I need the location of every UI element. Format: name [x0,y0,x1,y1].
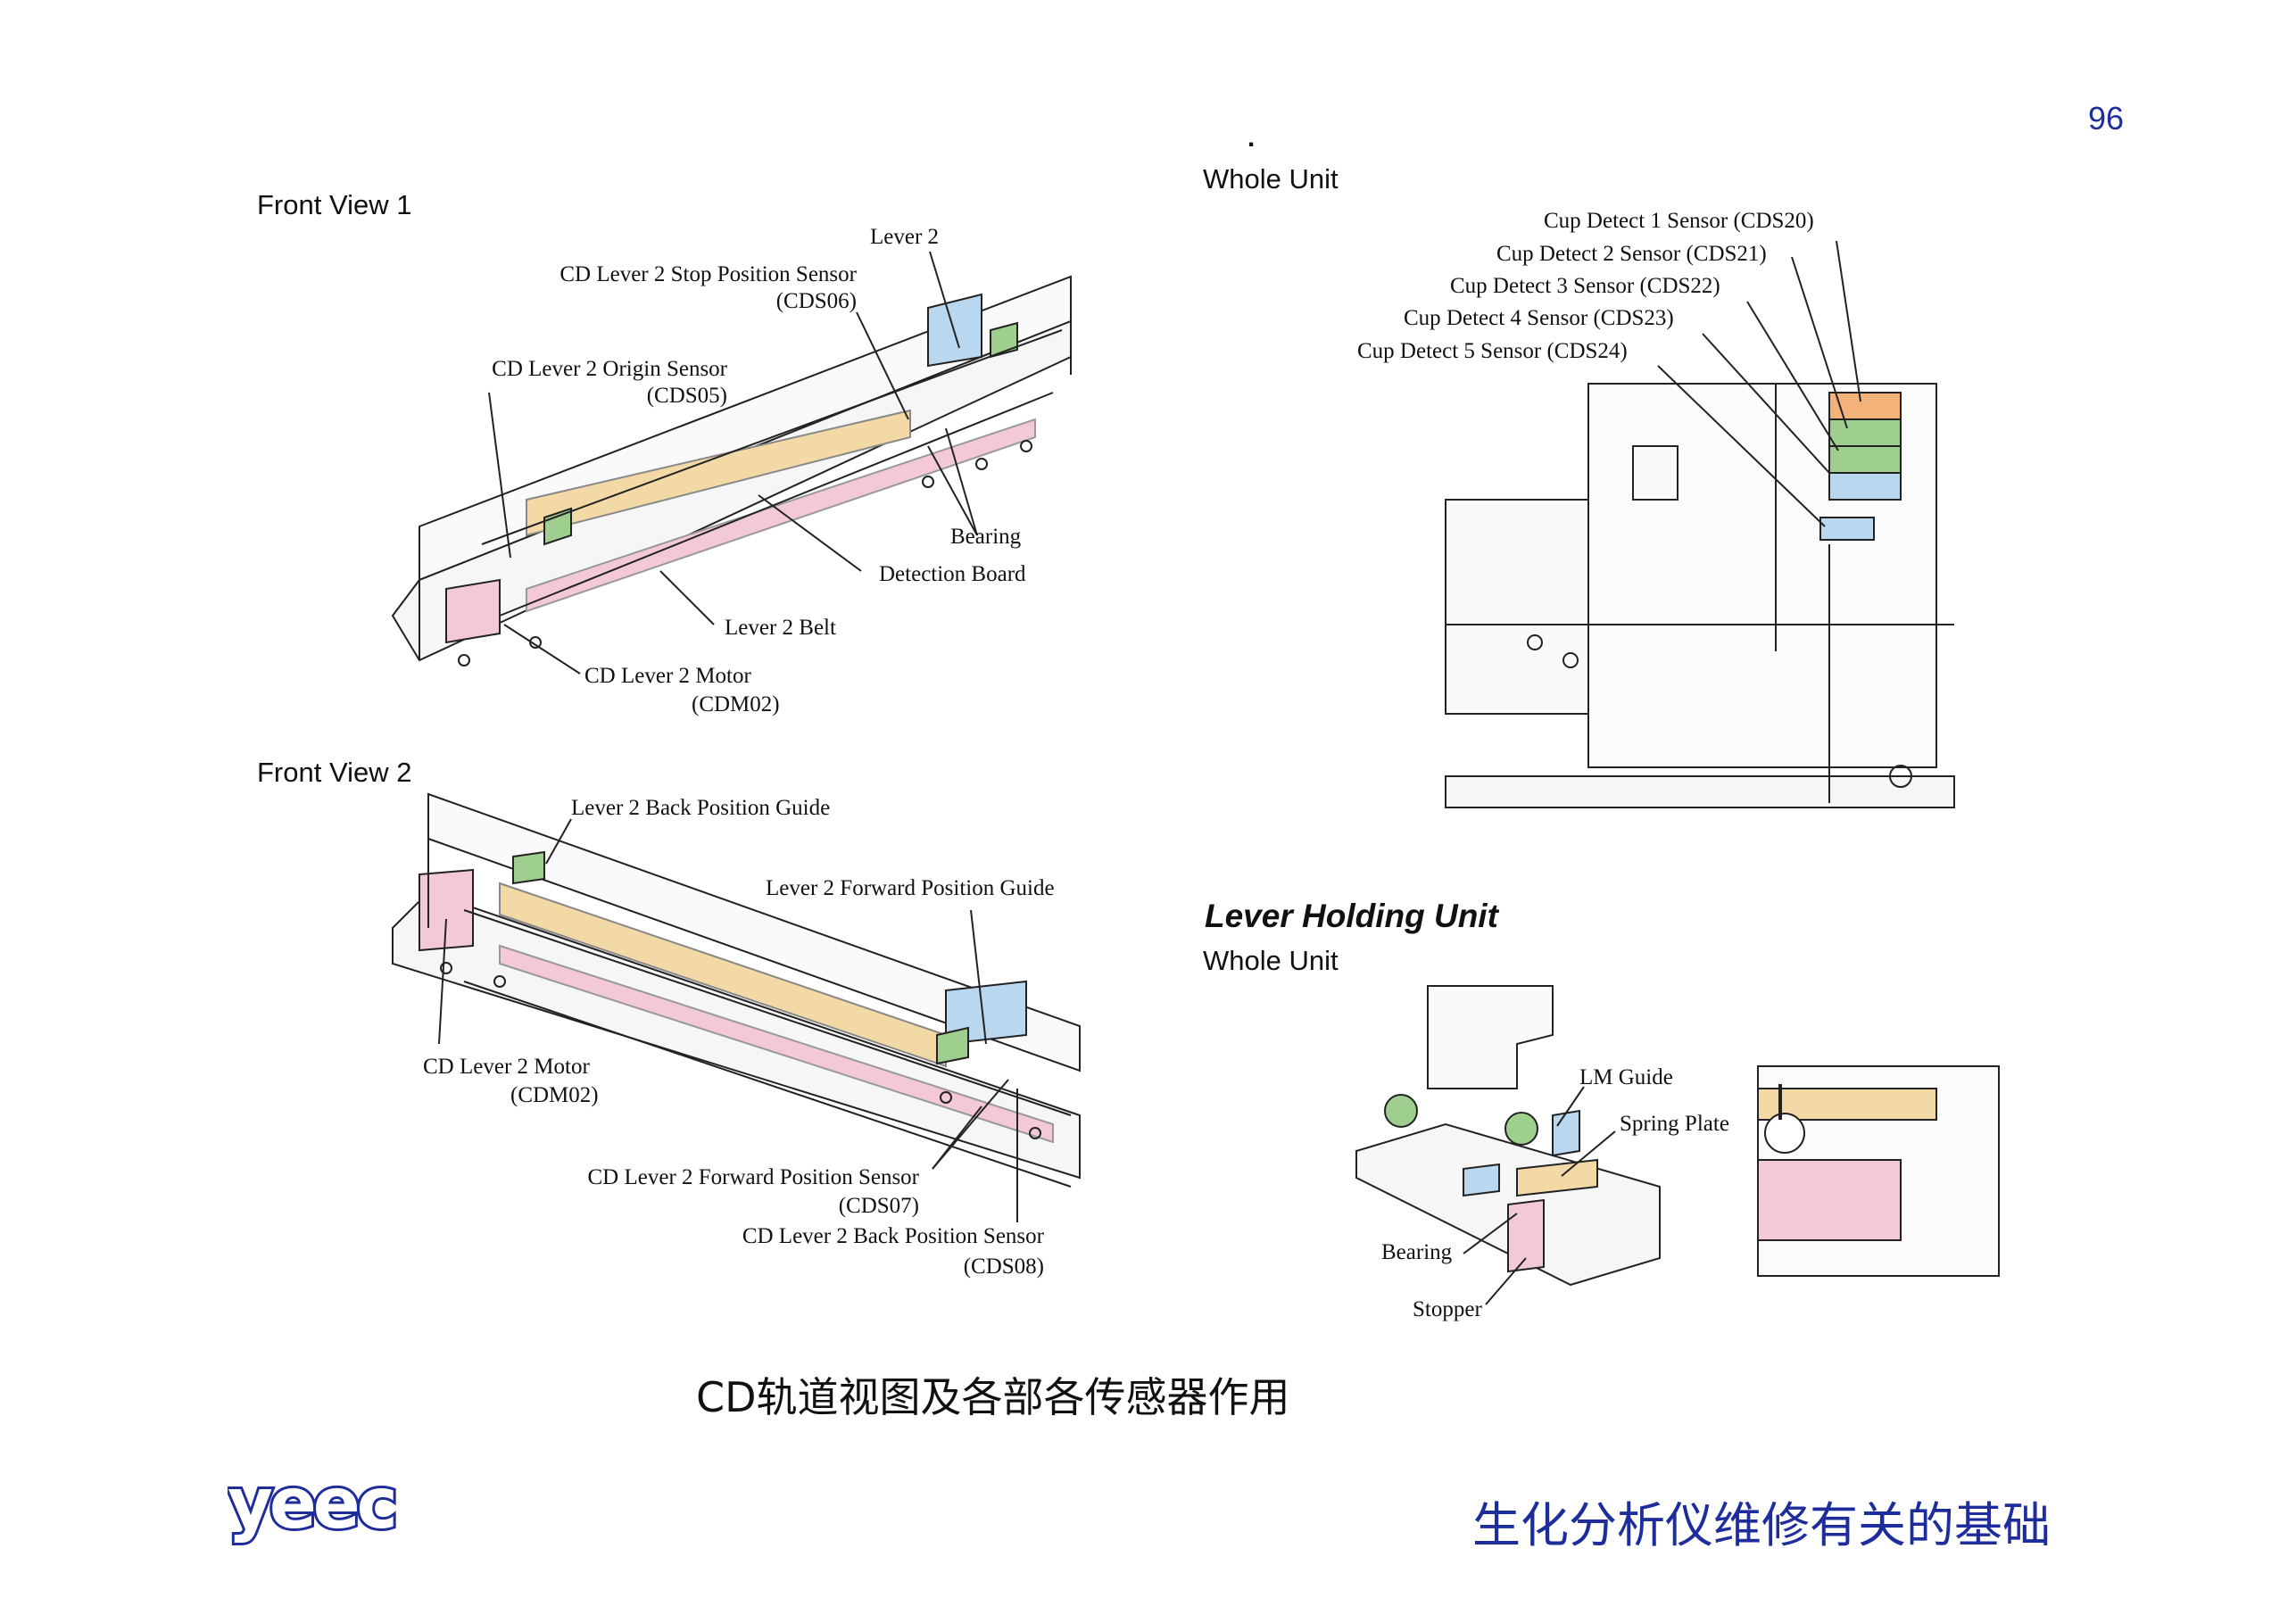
lever-holding-unit-title: Lever Holding Unit [1205,898,1498,934]
label-cup-detect-4: Cup Detect 4 Sensor (CDS23) [1404,306,1674,330]
label-motor-code: (CDM02) [692,692,780,716]
label-forward-guide: Lever 2 Forward Position Guide [766,876,1055,900]
label-motor: CD Lever 2 Motor [584,664,751,688]
label-lm-guide: LM Guide [1579,1065,1673,1089]
label-back-sensor: CD Lever 2 Back Position Sensor [742,1224,1044,1248]
footer-title: 生化分析仪维修有关的基础 [1472,1497,2051,1553]
lever-holding-unit-drawing [1355,985,2000,1287]
label-origin-sensor-code: (CDS05) [646,384,727,408]
figure-caption: CD轨道视图及各部各传感器作用 [696,1373,1290,1421]
logo-text: yeec [228,1472,394,1544]
label-stop-sensor-code: (CDS06) [775,289,857,313]
label-back-sensor-code: (CDS08) [963,1255,1044,1279]
front-view-1-title: Front View 1 [257,189,412,220]
whole-unit-title-1: Whole Unit [1203,163,1339,195]
label-motor-2: CD Lever 2 Motor [423,1055,590,1079]
label-motor-2-code: (CDM02) [510,1083,599,1107]
front-view-2-drawing [392,792,1081,1188]
label-lever-2-belt: Lever 2 Belt [725,616,836,640]
label-cup-detect-5: Cup Detect 5 Sensor (CDS24) [1357,339,1628,363]
cup-detect-unit-drawing [1445,383,1955,808]
label-back-guide: Lever 2 Back Position Guide [571,796,831,820]
label-stopper: Stopper [1413,1297,1482,1321]
label-spring-plate: Spring Plate [1620,1112,1729,1136]
label-lever-2: Lever 2 [870,225,940,249]
label-bearing: Bearing [950,525,1022,549]
yeec-logo-mark: yeec [225,1462,401,1547]
page-number: 96 [2088,100,2125,137]
label-cup-detect-2: Cup Detect 2 Sensor (CDS21) [1496,242,1767,266]
label-cup-detect-3: Cup Detect 3 Sensor (CDS22) [1450,274,1720,298]
top-dot: . [1247,123,1256,153]
label-origin-sensor: CD Lever 2 Origin Sensor [492,357,727,381]
yeec-logo: yeec [225,1462,442,1556]
label-cup-detect-1: Cup Detect 1 Sensor (CDS20) [1544,209,1814,233]
label-forward-sensor-code: (CDS07) [838,1194,919,1218]
whole-unit-title-2: Whole Unit [1203,945,1339,976]
label-stop-sensor: CD Lever 2 Stop Position Sensor [559,262,857,286]
front-view-2-title: Front View 2 [257,757,412,788]
label-forward-sensor: CD Lever 2 Forward Position Sensor [587,1165,920,1189]
label-detection-board: Detection Board [879,562,1026,586]
front-view-1-drawing [391,275,1072,667]
label-bearing-lhu: Bearing [1381,1240,1453,1264]
